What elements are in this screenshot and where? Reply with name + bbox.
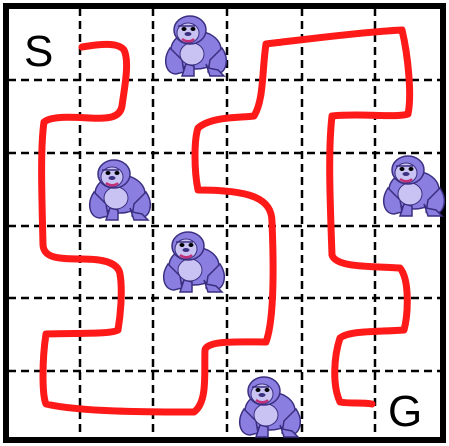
board-border [6,6,443,440]
start-label: S [24,27,53,76]
goal-label: G [388,387,422,436]
